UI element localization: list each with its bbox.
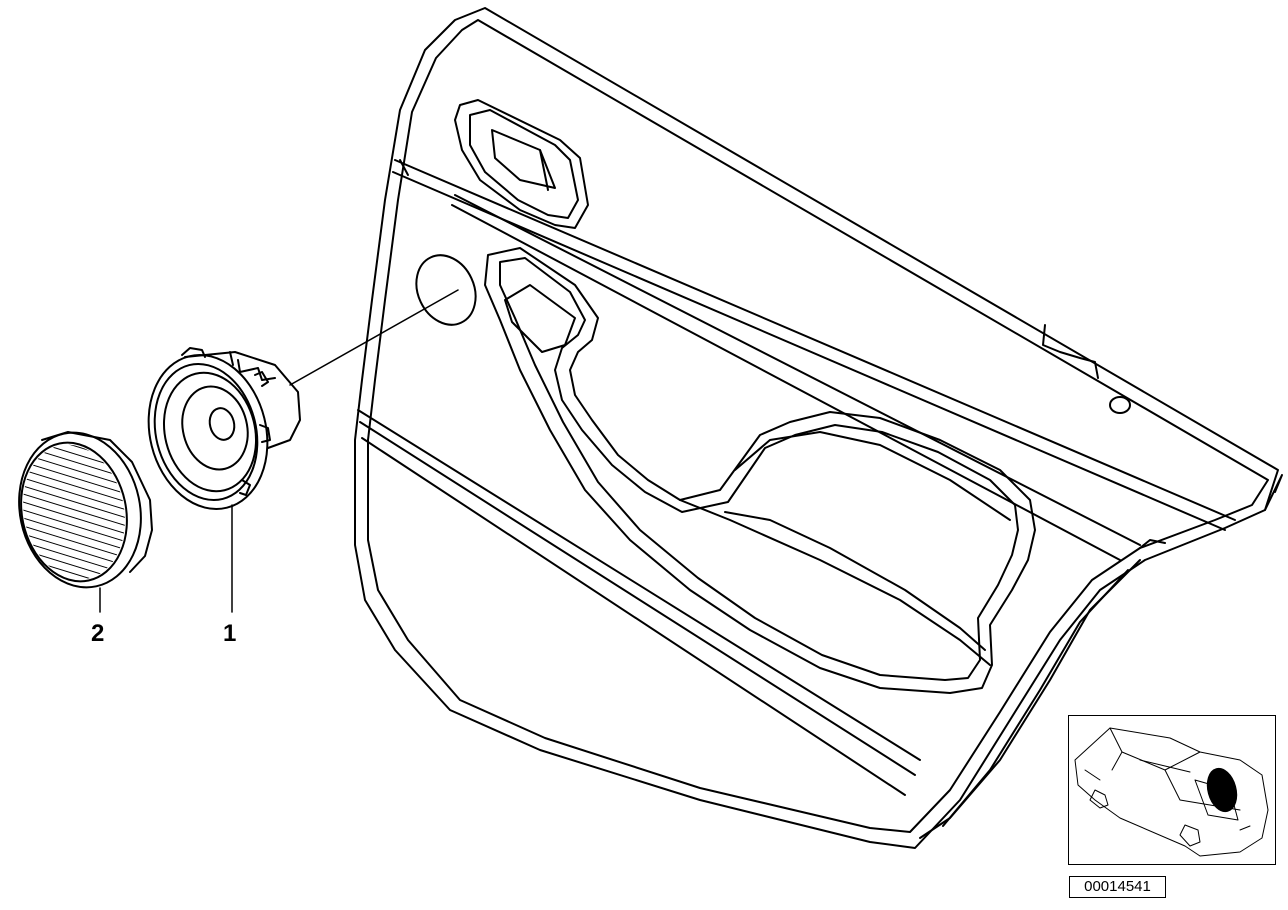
speaker-leader-line — [289, 289, 459, 386]
locator-inset-frame — [1068, 715, 1276, 865]
speaker-drawing — [147, 347, 301, 510]
callout-part-2: 2 — [91, 620, 105, 647]
callout-part-1: 1 — [223, 620, 237, 647]
car-locator-icon — [1074, 727, 1269, 857]
door-trim-panel-drawing — [354, 7, 1283, 849]
speaker-grille-drawing — [10, 431, 153, 589]
diagram-id-label: 00014541 — [1069, 876, 1166, 898]
